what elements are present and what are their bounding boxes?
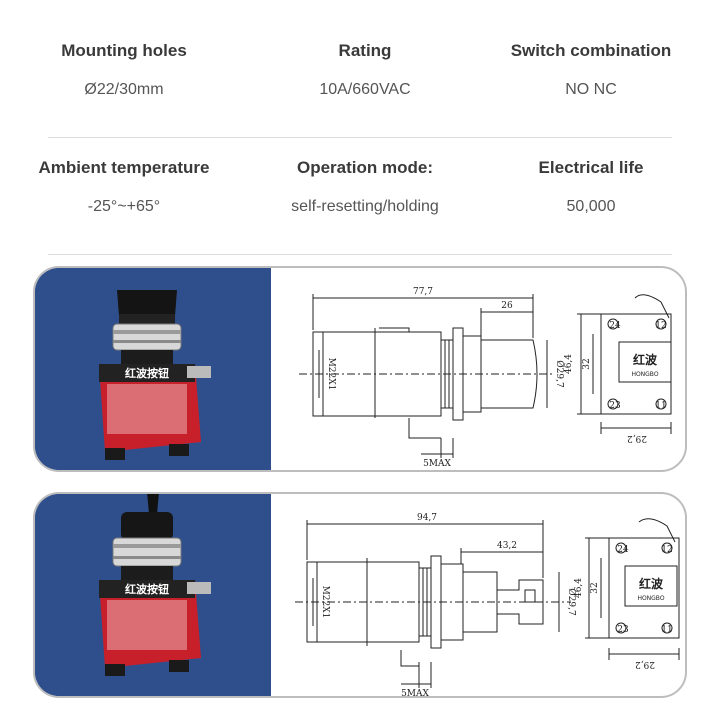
spec-value: NO NC (565, 81, 617, 98)
terminal-label: 11 (655, 401, 666, 411)
spec-value: 50,000 (566, 198, 616, 215)
divider (48, 254, 672, 255)
spec-label: Operation mode: (296, 158, 433, 177)
dim-overall-length: 77,7 (413, 287, 433, 297)
dim-thread: M22X1 (326, 358, 336, 391)
dim-width: 29,2 (627, 433, 647, 443)
spec-operation-mode: Operation mode: self-resetting/holding (245, 155, 485, 219)
dim-head-length: 43,2 (497, 541, 517, 551)
product-photo: 红波按钮 (35, 494, 271, 696)
dim-height: 46,4 (564, 354, 574, 374)
key-switch-illustration: 红波按钮 (35, 494, 271, 696)
spec-label: Mounting holes (61, 41, 187, 60)
dimension-drawing-svg: 94,7 43,2 M22X1 Ø29,7 5MAX 46,4 32 29,2 … (295, 513, 680, 698)
spec-row-2: Ambient temperature -25°~+65° Operation … (0, 155, 720, 265)
product-card-key: 红波按钮 (33, 492, 687, 698)
spec-label: Electrical life (538, 158, 644, 177)
divider (48, 137, 672, 138)
dim-inner: 32 (590, 582, 600, 593)
terminal-label: 12 (655, 321, 666, 331)
spec-row-1: Mounting holes Ø22/30mm Rating 10A/660VA… (0, 38, 720, 148)
terminal-label: 23 (609, 401, 621, 411)
spec-value: Ø22/30mm (84, 81, 164, 98)
terminal-label: 23 (617, 625, 629, 635)
spec-label: Ambient temperature (38, 158, 210, 177)
terminal-label: 24 (609, 321, 621, 331)
photo-brand-label: 红波按钮 (125, 366, 169, 380)
dimension-drawing: 94,7 43,2 M22X1 Ø29,7 5MAX 46,4 32 29,2 … (271, 494, 685, 698)
terminal-label: 24 (617, 545, 629, 555)
dim-inner: 32 (582, 358, 592, 369)
dimension-drawing: 77,7 26 M22X1 Ø29,7 5MAX 46,4 32 29,2 24… (271, 268, 685, 470)
dim-max: 5MAX (401, 689, 429, 698)
block-brand-sub: HONGBO (631, 371, 658, 378)
terminal-label: 11 (661, 625, 672, 635)
dim-max: 5MAX (423, 459, 451, 469)
dimension-drawing-svg: 77,7 26 M22X1 Ø29,7 5MAX 46,4 32 29,2 24… (299, 287, 672, 469)
selector-switch-illustration: 红波按钮 (35, 268, 271, 470)
dim-overall-length: 94,7 (417, 513, 437, 523)
spec-label: Switch combination (510, 41, 672, 60)
spec-value: self-resetting/holding (291, 198, 439, 215)
spec-mounting-holes: Mounting holes Ø22/30mm (4, 38, 244, 102)
spec-rating: Rating 10A/660VAC (245, 38, 485, 102)
dim-width: 29,2 (635, 659, 655, 669)
spec-electrical-life: Electrical life 50,000 (471, 155, 711, 219)
dim-thread: M22X1 (320, 586, 330, 619)
spec-switch-combination: Switch combination NO NC (471, 38, 711, 102)
product-photo: 红波按钮 (35, 268, 271, 470)
spec-ambient-temperature: Ambient temperature -25°~+65° (4, 155, 244, 219)
spec-label: Rating (338, 41, 392, 60)
block-brand-logo: 红波 (639, 576, 664, 591)
terminal-label: 12 (661, 545, 672, 555)
photo-brand-label: 红波按钮 (125, 582, 169, 596)
dim-diameter: Ø29,7 (554, 360, 565, 388)
dim-head-length: 26 (501, 301, 513, 311)
block-brand-sub: HONGBO (637, 595, 664, 602)
product-card-selector: 红波按钮 (33, 266, 687, 472)
dim-diameter: Ø29,7 (566, 588, 577, 616)
block-brand-logo: 红波 (633, 352, 658, 367)
dim-height: 46,4 (574, 578, 584, 598)
spec-value: -25°~+65° (87, 198, 161, 215)
spec-value: 10A/660VAC (319, 81, 411, 98)
